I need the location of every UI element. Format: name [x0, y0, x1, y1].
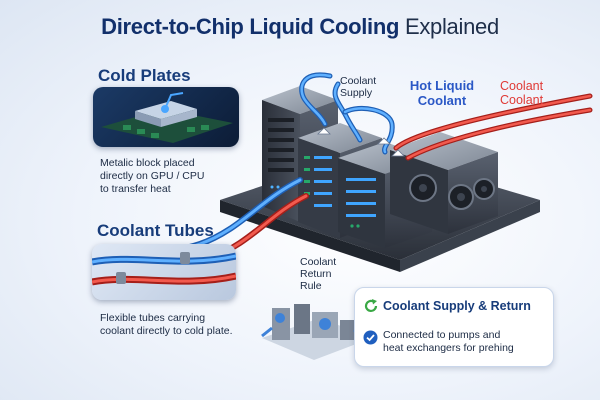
card-description: Connected to pumps and heat exchangers f… [383, 329, 514, 354]
page-title: Direct-to-Chip Liquid Cooling Explained [0, 14, 600, 40]
coolant-tubes-image [92, 244, 236, 300]
coolant-supply-return-card: Coolant Supply & Return Connected to pum… [354, 287, 554, 367]
coolant-tubes-description: Flexible tubes carrying coolant directly… [100, 312, 233, 337]
server-rack-4 [390, 132, 498, 234]
red-return-tubes [393, 93, 593, 161]
check-circle-icon [363, 330, 378, 345]
hot-liquid-label: Hot Liquid Coolant [409, 78, 475, 108]
cold-plate-image [93, 87, 239, 147]
cold-plates-description: Metalic block placed directly on GPU / C… [100, 157, 205, 195]
cold-plates-heading: Cold Plates [98, 66, 191, 85]
title-bold: Direct-to-Chip Liquid Cooling [101, 14, 400, 39]
pump-equipment [261, 304, 372, 360]
coolant-red-label: Coolant Coolant [500, 79, 544, 107]
card-title: Coolant Supply & Return [383, 299, 531, 313]
title-light: Explained [404, 14, 499, 39]
coolant-supply-label: Coolant Supply [340, 75, 377, 99]
coolant-return-label: Coolant Return Rule [300, 256, 337, 292]
blue-supply-tubes [299, 72, 395, 155]
coolant-tubes-heading: Coolant Tubes [97, 221, 214, 240]
refresh-icon [364, 299, 378, 312]
flow-arrow-icons [317, 127, 405, 157]
